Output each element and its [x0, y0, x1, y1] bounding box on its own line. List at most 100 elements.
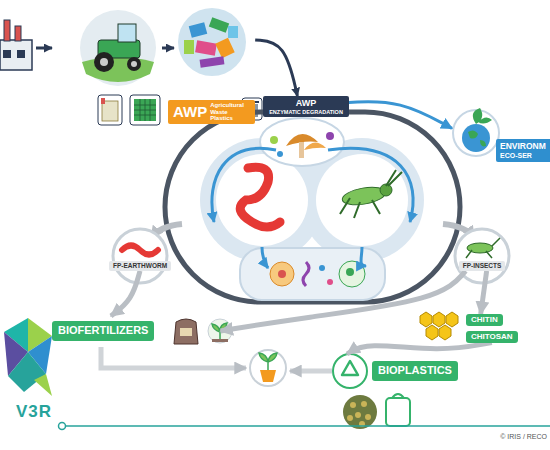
environment-icon-part — [468, 130, 486, 146]
environment-icon — [453, 108, 499, 156]
process-loop-part — [165, 112, 460, 302]
flow-connector — [349, 102, 452, 129]
tractor-icon-part — [100, 58, 108, 66]
bioplastic-products — [343, 394, 410, 429]
tractor-icon-part — [118, 24, 136, 42]
plastic-items-icon-part — [130, 95, 160, 125]
plant-pot-icon-part — [259, 353, 277, 370]
footer-rule — [59, 423, 550, 430]
label-plate: AWPENZYMATIC DEGRADATION — [263, 96, 349, 117]
process-loop-part — [316, 154, 408, 246]
waste-plastics-icon-part — [209, 17, 229, 33]
node-title: AWP — [173, 103, 207, 121]
waste-plastics-icon-part — [215, 38, 234, 58]
tractor-icon — [80, 10, 156, 86]
logo-text: V3R — [16, 402, 52, 422]
flow-connector — [220, 271, 465, 331]
waste-plastics-icon — [178, 8, 246, 76]
flow-arrows-part — [212, 148, 276, 222]
fertilizer-icons-part — [174, 319, 198, 344]
node-title: ENVIRONM — [500, 141, 546, 151]
plastic-items-icon-part — [101, 98, 105, 104]
chitin-hexagons-part — [433, 312, 445, 327]
waste-plastics-icon-part — [178, 8, 246, 76]
waste-plastics-icon-part — [228, 26, 238, 38]
tractor-icon-part — [80, 10, 156, 86]
footer-rule-part — [66, 425, 550, 427]
plant-pot-icon-part — [290, 369, 332, 374]
bioplastic-products-part — [343, 395, 377, 429]
microbes-icon-part — [270, 262, 294, 286]
chitin-hexagons-part — [446, 312, 458, 327]
label-plate: FP-INSECTS — [459, 261, 506, 271]
bioplastic-products-part — [347, 415, 353, 421]
chitin-hexagons-part — [426, 325, 438, 340]
recycle-icon-part — [333, 354, 367, 388]
mushroom-icon-part — [326, 132, 334, 140]
flow-connector — [111, 271, 140, 316]
label-plate: BIOPLASTICS — [372, 361, 458, 380]
mushroom-icon — [260, 118, 344, 166]
bioplastic-products-part — [361, 401, 367, 407]
microbes-icon-part — [327, 279, 333, 285]
environment-icon-part — [473, 108, 492, 124]
environment-icon-part — [462, 124, 490, 152]
microbes-icon-part — [278, 270, 286, 278]
tractor-icon-part — [127, 57, 141, 71]
factory-icon-part — [4, 20, 10, 41]
mushroom-icon-part — [270, 136, 278, 144]
earthworm-icon-part — [240, 167, 280, 227]
factory-icon-part — [17, 50, 25, 58]
output-label: BIOPLASTICS — [332, 354, 458, 388]
flow-connector — [255, 40, 297, 96]
flow-connector — [347, 343, 492, 354]
label-plate: CHITIN — [466, 314, 503, 326]
label-plate: CHITOSAN — [466, 331, 518, 343]
waste-plastics-icon-part — [200, 56, 225, 67]
factory-icon-part — [15, 26, 21, 41]
bioplastic-products-part — [386, 398, 410, 426]
plant-pot-icon — [101, 347, 332, 386]
flow-arrows — [151, 148, 474, 268]
microbes-icon-part — [319, 265, 325, 271]
node-title: CHITOSAN — [471, 332, 513, 342]
tractor-icon-part — [82, 57, 154, 82]
plant-pot-icon-part — [250, 350, 286, 386]
outcome-label: ENVIRONMECO-SER — [452, 106, 550, 162]
flow-arrows-part — [361, 247, 366, 266]
label-plate: ENVIRONMECO-SER — [496, 139, 550, 162]
label-plate: BIOFERTILIZERS — [52, 321, 154, 340]
tractor-icon-part — [131, 61, 137, 67]
factory-icon — [0, 20, 32, 70]
logo-mark-part — [34, 374, 52, 396]
process-loop-part — [240, 248, 385, 300]
logo-mark — [4, 318, 52, 396]
output-label: BIOFERTILIZERS — [52, 316, 220, 346]
waste-plastics-icon-part — [195, 40, 217, 55]
node-title: AWP — [296, 98, 317, 109]
tractor-icon-part — [94, 52, 114, 72]
process-loop-part — [216, 154, 308, 246]
factory-icon-part — [3, 50, 11, 58]
plant-pot-icon-part — [101, 347, 246, 368]
bioplastic-products-part — [355, 412, 361, 418]
node-title: FP-INSECTS — [463, 262, 502, 270]
chitin-hexagons-part — [420, 312, 432, 327]
microbes-icon — [270, 261, 365, 287]
node-title: CHITIN — [471, 315, 498, 325]
node-subtitle: ECO-SER — [500, 152, 546, 160]
connector-layer-part — [111, 40, 492, 354]
recycle-icon-part — [342, 361, 358, 375]
flow-arrows-part — [328, 148, 413, 222]
factory-icon-part — [0, 40, 32, 70]
node-title: BIOPLASTICS — [378, 364, 452, 377]
plastic-items-icon-part — [134, 99, 156, 121]
product-label: FP-EARTHWORM — [109, 261, 171, 271]
copyright-note: © IRIS / RECO — [500, 433, 547, 441]
flow-arrow — [162, 47, 174, 50]
plastic-items-icon-part — [98, 95, 122, 125]
